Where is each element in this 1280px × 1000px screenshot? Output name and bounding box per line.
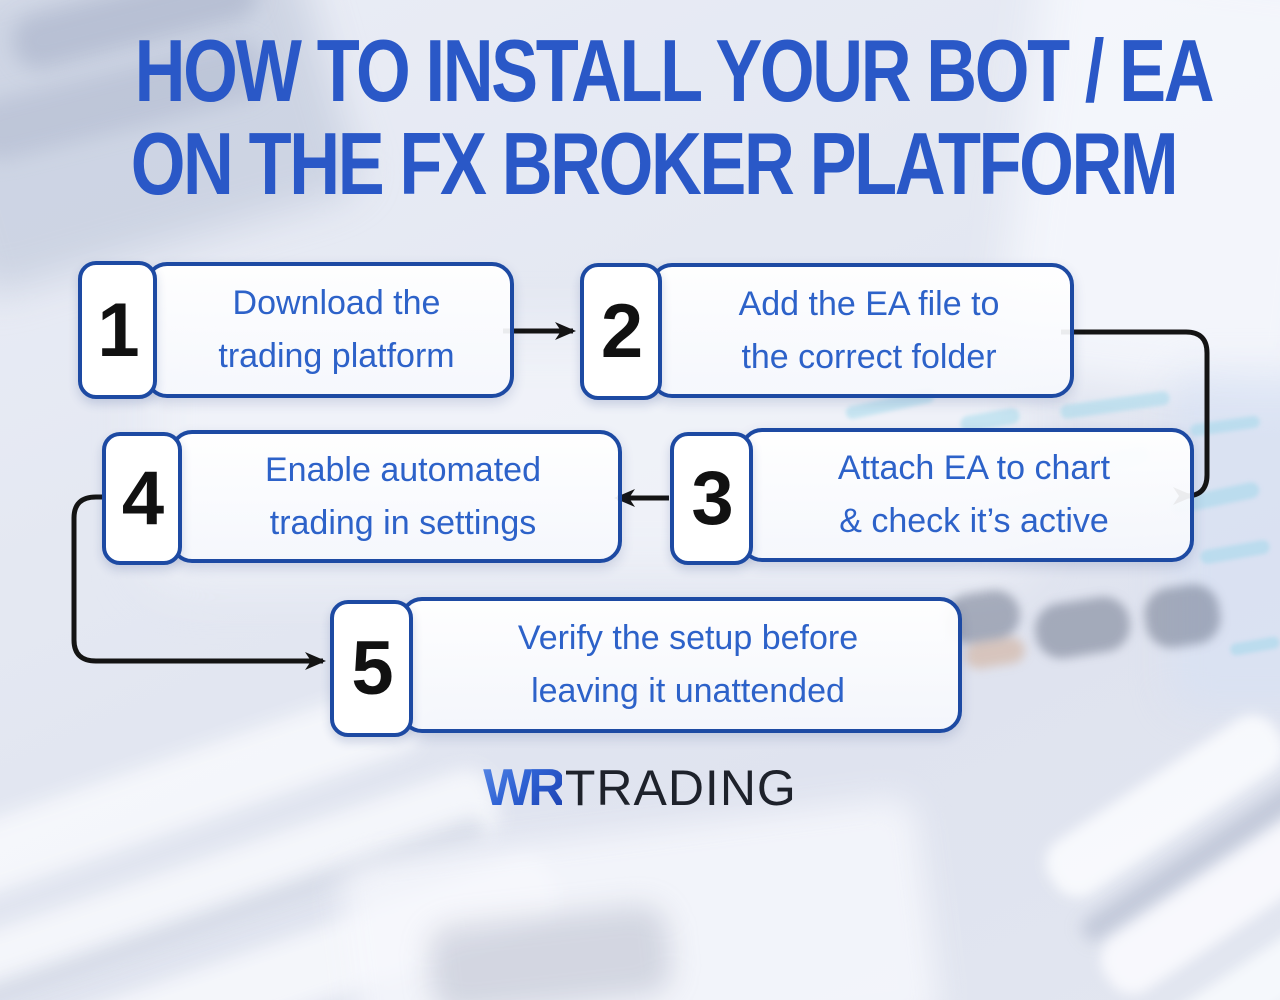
step-1-number-badge: 1 bbox=[78, 261, 157, 399]
step-2-box: Add the EA file to the correct folder bbox=[650, 263, 1074, 398]
step-2-text-line-2: the correct folder bbox=[741, 337, 997, 376]
wr-trading-logo: WRTRADING bbox=[0, 758, 1280, 818]
step-2-number-badge: 2 bbox=[580, 263, 662, 400]
step-3-number: 3 bbox=[691, 456, 733, 541]
step-4-number: 4 bbox=[121, 456, 164, 541]
logo-trading-wordmark: TRADING bbox=[564, 760, 797, 816]
title-line-1: HOW TO INSTALL YOUR BOT / EA bbox=[134, 21, 1215, 120]
step-2-text-line-1: Add the EA file to bbox=[738, 284, 1000, 323]
step-5-box: Verify the setup before leaving it unatt… bbox=[400, 597, 962, 733]
step-1-text-line-2: trading platform bbox=[218, 337, 455, 375]
step-3-text-line-2: & check it’s active bbox=[839, 502, 1109, 540]
logo-wr-mark: WR bbox=[483, 759, 566, 817]
step-4-text-line-2: trading in settings bbox=[269, 503, 537, 542]
step-4-text-line-1: Enable automated bbox=[265, 450, 541, 489]
step-5-number: 5 bbox=[351, 626, 393, 711]
step-5-text-line-1: Verify the setup before bbox=[517, 619, 859, 657]
connector-step4-step5 bbox=[71, 494, 326, 670]
step-1-text-line-1: Download the bbox=[232, 284, 441, 322]
step-5-number-badge: 5 bbox=[330, 600, 413, 737]
title-line-2: ON THE FX BROKER PLATFORM bbox=[130, 114, 1179, 213]
step-3-number-badge: 3 bbox=[670, 432, 753, 565]
step-2-number: 2 bbox=[600, 289, 643, 374]
step-4-number-badge: 4 bbox=[102, 432, 182, 565]
step-1-number: 1 bbox=[97, 287, 139, 373]
page-title: HOW TO INSTALL YOUR BOT / EA ON THE FX B… bbox=[0, 24, 1280, 210]
step-5-text-line-2: leaving it unattended bbox=[531, 672, 845, 710]
step-3-box: Attach EA to chart & check it’s active bbox=[740, 428, 1194, 562]
step-1-box: Download the trading platform bbox=[145, 262, 514, 398]
step-3-text-line-1: Attach EA to chart bbox=[837, 449, 1111, 487]
step-4-box: Enable automated trading in settings bbox=[170, 430, 622, 563]
